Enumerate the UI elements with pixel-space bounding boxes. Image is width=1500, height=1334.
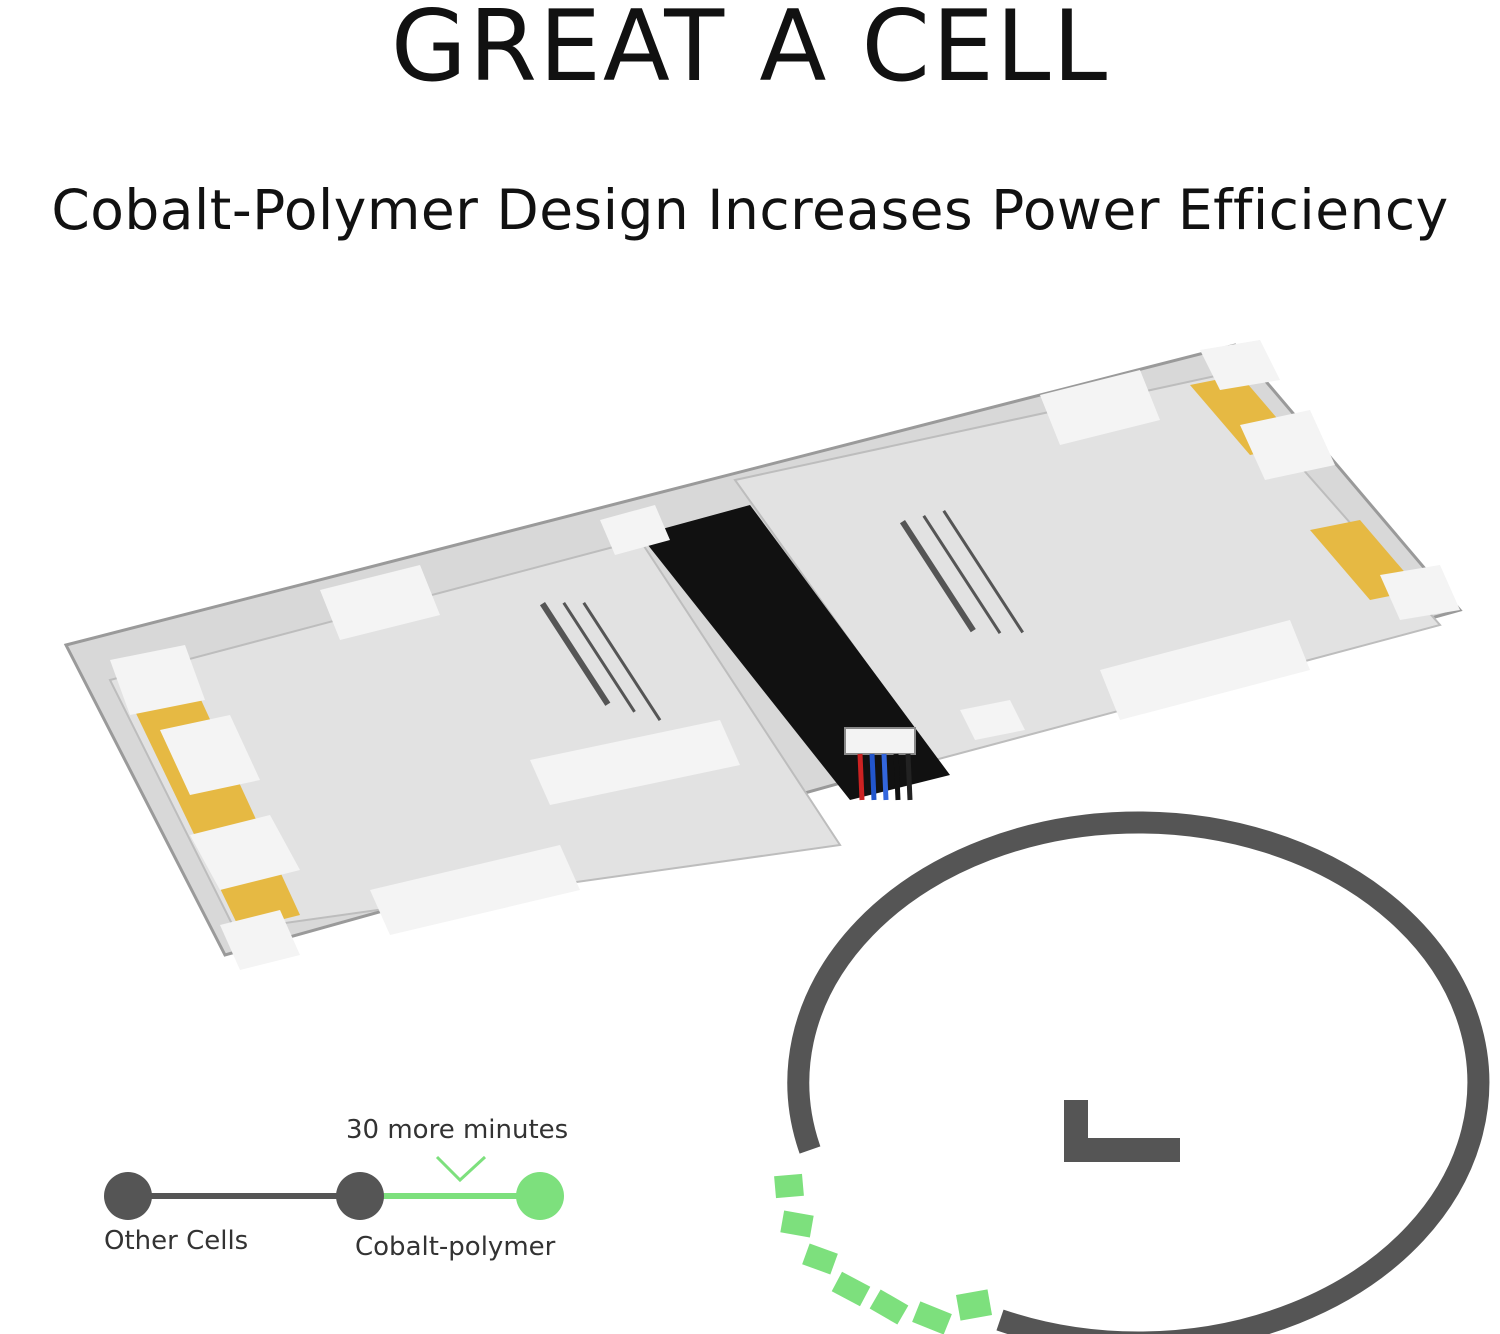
battery-label-left — [539, 601, 662, 722]
battery-center-board — [640, 505, 950, 800]
white-tape — [110, 645, 205, 715]
gain-label: 30 more minutes — [346, 1115, 569, 1145]
cobalt-polymer-label: Cobalt-polymer — [355, 1232, 556, 1262]
white-tape — [1240, 410, 1335, 480]
white-tape — [370, 845, 580, 935]
other-cells-label: Other Cells — [104, 1226, 249, 1256]
wire-black — [893, 753, 901, 801]
wire-blue — [869, 753, 877, 801]
cobalt-start-dot — [336, 1172, 384, 1220]
white-tape — [530, 720, 740, 805]
battery-cell-left — [108, 538, 842, 932]
check-mark-icon — [435, 1155, 487, 1183]
white-tape — [1200, 340, 1280, 390]
wire-blue — [881, 753, 889, 801]
white-tape — [1100, 620, 1310, 720]
other-cells-dot — [104, 1172, 152, 1220]
white-tape — [1380, 565, 1460, 620]
wire-black — [905, 753, 913, 801]
green-progress-ticks — [774, 1173, 993, 1334]
white-tape — [1040, 370, 1160, 445]
white-tape — [190, 815, 300, 890]
headline: GREAT A CELL — [390, 0, 1110, 104]
white-tape — [160, 715, 260, 795]
white-tape — [320, 565, 440, 640]
battery-connector — [844, 727, 916, 755]
subheadline: Cobalt-Polymer Design Increases Power Ef… — [51, 178, 1449, 242]
white-tape — [960, 700, 1025, 740]
clock-arc — [787, 811, 1490, 1334]
battery-label-right — [899, 510, 1024, 635]
white-tape — [600, 505, 670, 555]
wire-red — [857, 753, 865, 801]
cobalt-end-dot — [516, 1172, 564, 1220]
clock-hands — [1064, 1100, 1180, 1162]
white-tape — [220, 910, 300, 970]
